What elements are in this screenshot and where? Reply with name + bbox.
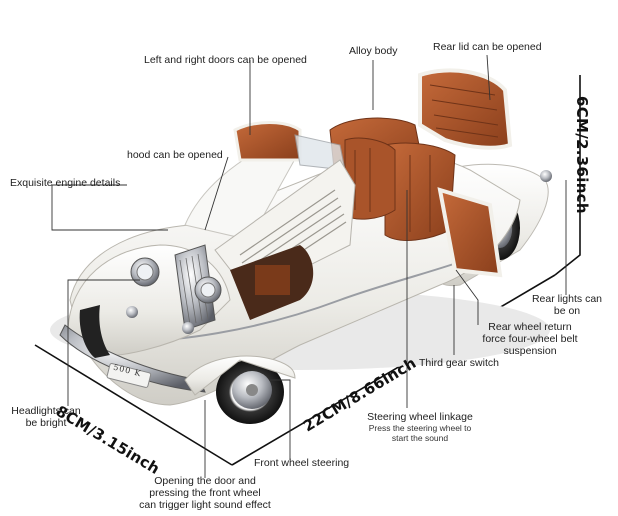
label-front-wheel: Front wheel steering — [254, 457, 350, 469]
label-rear-lights-line2: be on — [553, 305, 581, 317]
label-steering-sub2: start the sound — [391, 433, 449, 443]
headlights — [126, 257, 222, 334]
front-wheel-fender — [184, 355, 296, 396]
label-rear-lights: Rear lights can be on — [526, 293, 608, 317]
label-alloy-body: Alloy body — [349, 45, 398, 57]
label-door-sound-line1: Opening the door and — [154, 475, 256, 487]
label-steering-title: Steering wheel linkage — [367, 411, 473, 423]
label-headlights-line2: be bright — [25, 417, 67, 429]
seats — [329, 117, 456, 241]
label-steering: Steering wheel linkage Press the steerin… — [360, 411, 480, 443]
label-headlights-line1: Headlights can — [11, 405, 81, 417]
rear-trunk-lid — [418, 68, 513, 150]
label-rear-wheel-line3: suspension — [503, 345, 557, 357]
callout-lines — [51, 54, 567, 478]
label-door-sound: Opening the door and pressing the front … — [125, 475, 285, 511]
label-third-gear: Third gear switch — [419, 357, 499, 369]
front-wheel — [216, 360, 284, 424]
label-rear-wheel-line2: force four-wheel belt — [482, 333, 578, 345]
dimension-height: 6CM/2.36inch — [573, 96, 591, 214]
label-rear-lid: Rear lid can be opened — [433, 41, 542, 53]
label-doors: Left and right doors can be opened — [144, 54, 307, 66]
label-door-sound-line2: pressing the front wheel — [149, 487, 261, 499]
right-door — [437, 187, 503, 278]
label-hood: hood can be opened — [127, 149, 223, 161]
label-rear-wheel-line1: Rear wheel return — [488, 321, 572, 333]
label-rear-lights-line1: Rear lights can — [531, 293, 603, 305]
label-steering-sub1: Press the steering wheel to — [368, 423, 472, 433]
label-headlights: Headlights can be bright — [10, 405, 82, 429]
label-engine: Exquisite engine details — [10, 177, 121, 189]
label-rear-wheel: Rear wheel return force four-wheel belt … — [470, 321, 590, 357]
left-door — [233, 121, 302, 162]
label-door-sound-line3: can trigger light sound effect — [139, 499, 271, 511]
license-plate — [106, 363, 152, 388]
